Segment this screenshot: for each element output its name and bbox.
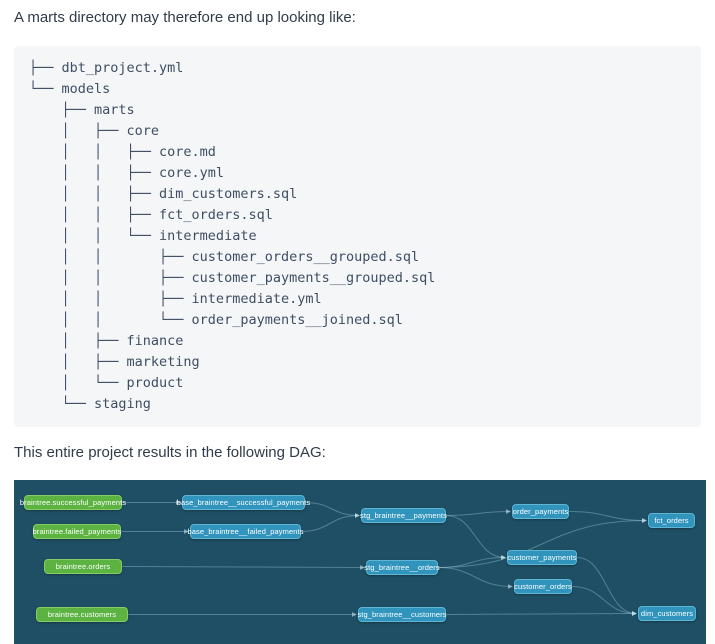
dag-edge bbox=[571, 586, 637, 616]
dag-node-source: braintree.failed_payments bbox=[33, 524, 121, 539]
dag-diagram: braintree.successful_payments base_braint… bbox=[14, 480, 706, 644]
dag-node-model: fct_orders bbox=[648, 513, 695, 528]
dag-node-source: braintree.customers bbox=[36, 607, 128, 622]
dag-edge bbox=[300, 513, 360, 532]
dag-node-source: braintree.successful_payments bbox=[20, 495, 126, 510]
intro-paragraph: A marts directory may therefore end up l… bbox=[14, 9, 356, 26]
dag-edge bbox=[437, 518, 647, 568]
dag-edges bbox=[121, 500, 647, 617]
dag-edge bbox=[304, 502, 360, 518]
dag-edge bbox=[445, 611, 637, 617]
dag-node-model: base_braintree__failed_payments bbox=[187, 524, 303, 539]
directory-tree: ├── dbt_project.yml └── models ├── marts… bbox=[29, 60, 436, 412]
dag-node-model: stg_braintree__orders bbox=[364, 560, 440, 575]
dag-edge bbox=[445, 509, 511, 516]
dag-edge bbox=[445, 515, 506, 560]
dag-edge bbox=[568, 511, 647, 523]
dag-node-model: customer_orders bbox=[514, 579, 572, 594]
dag-node-model: stg_braintree__payments bbox=[360, 508, 447, 523]
dag-node-model: base_braintree__successful_payments bbox=[177, 495, 310, 510]
directory-tree-code-block: ├── dbt_project.yml └── models ├── marts… bbox=[14, 46, 701, 427]
dag-edge bbox=[576, 557, 637, 616]
dag-node-source: braintree.orders bbox=[44, 559, 122, 574]
dag-node-model: stg_braintree__customers bbox=[357, 607, 446, 622]
dag-edge bbox=[437, 555, 506, 568]
dag-node-model: dim_customers bbox=[638, 606, 696, 621]
dag-node-model: order_payments bbox=[512, 504, 569, 519]
dag-intro-paragraph: This entire project results in the follo… bbox=[14, 444, 326, 461]
dag-edge bbox=[437, 567, 513, 589]
dag-edge bbox=[121, 564, 365, 570]
dag-node-model: customer_payments bbox=[507, 550, 577, 565]
